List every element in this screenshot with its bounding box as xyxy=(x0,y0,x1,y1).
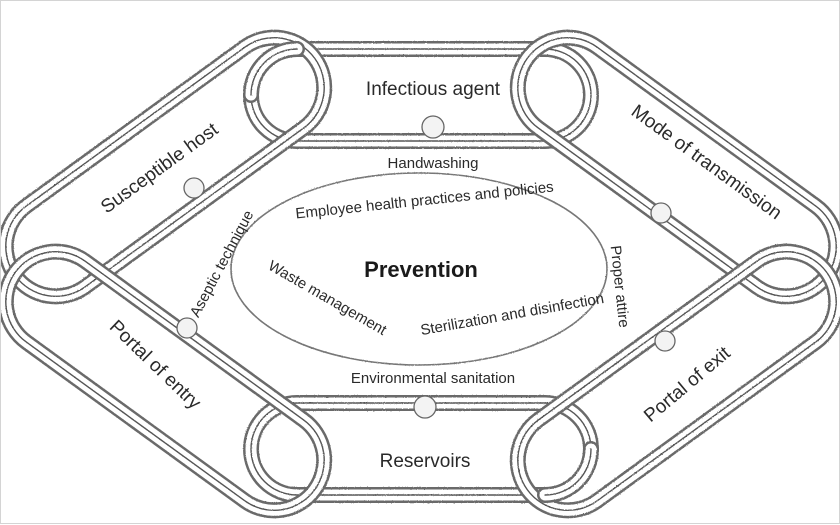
label-aseptic-technique: Aseptic technique xyxy=(187,208,258,321)
label-handwashing: Handwashing xyxy=(388,155,479,172)
pin-upper-right xyxy=(651,203,671,223)
pin-lower-left xyxy=(177,318,197,338)
label-infectious-agent: Infectious agent xyxy=(366,79,501,100)
pin-lower-right xyxy=(655,331,675,351)
prevention-title: Prevention xyxy=(364,257,478,282)
pin-bottom xyxy=(414,396,436,418)
label-reservoirs: Reservoirs xyxy=(380,451,471,472)
label-employee-health: Employee health practices and policies xyxy=(295,179,555,223)
label-sterilization: Sterilization and disinfection xyxy=(419,290,605,339)
pin-upper-left xyxy=(184,178,204,198)
label-proper-attire: Proper attire xyxy=(607,245,633,329)
link-mode-of-transmission xyxy=(498,18,840,316)
pin-top xyxy=(422,116,444,138)
label-environmental-sanitation: Environmental sanitation xyxy=(351,370,515,387)
link-portal-of-exit xyxy=(498,232,840,525)
